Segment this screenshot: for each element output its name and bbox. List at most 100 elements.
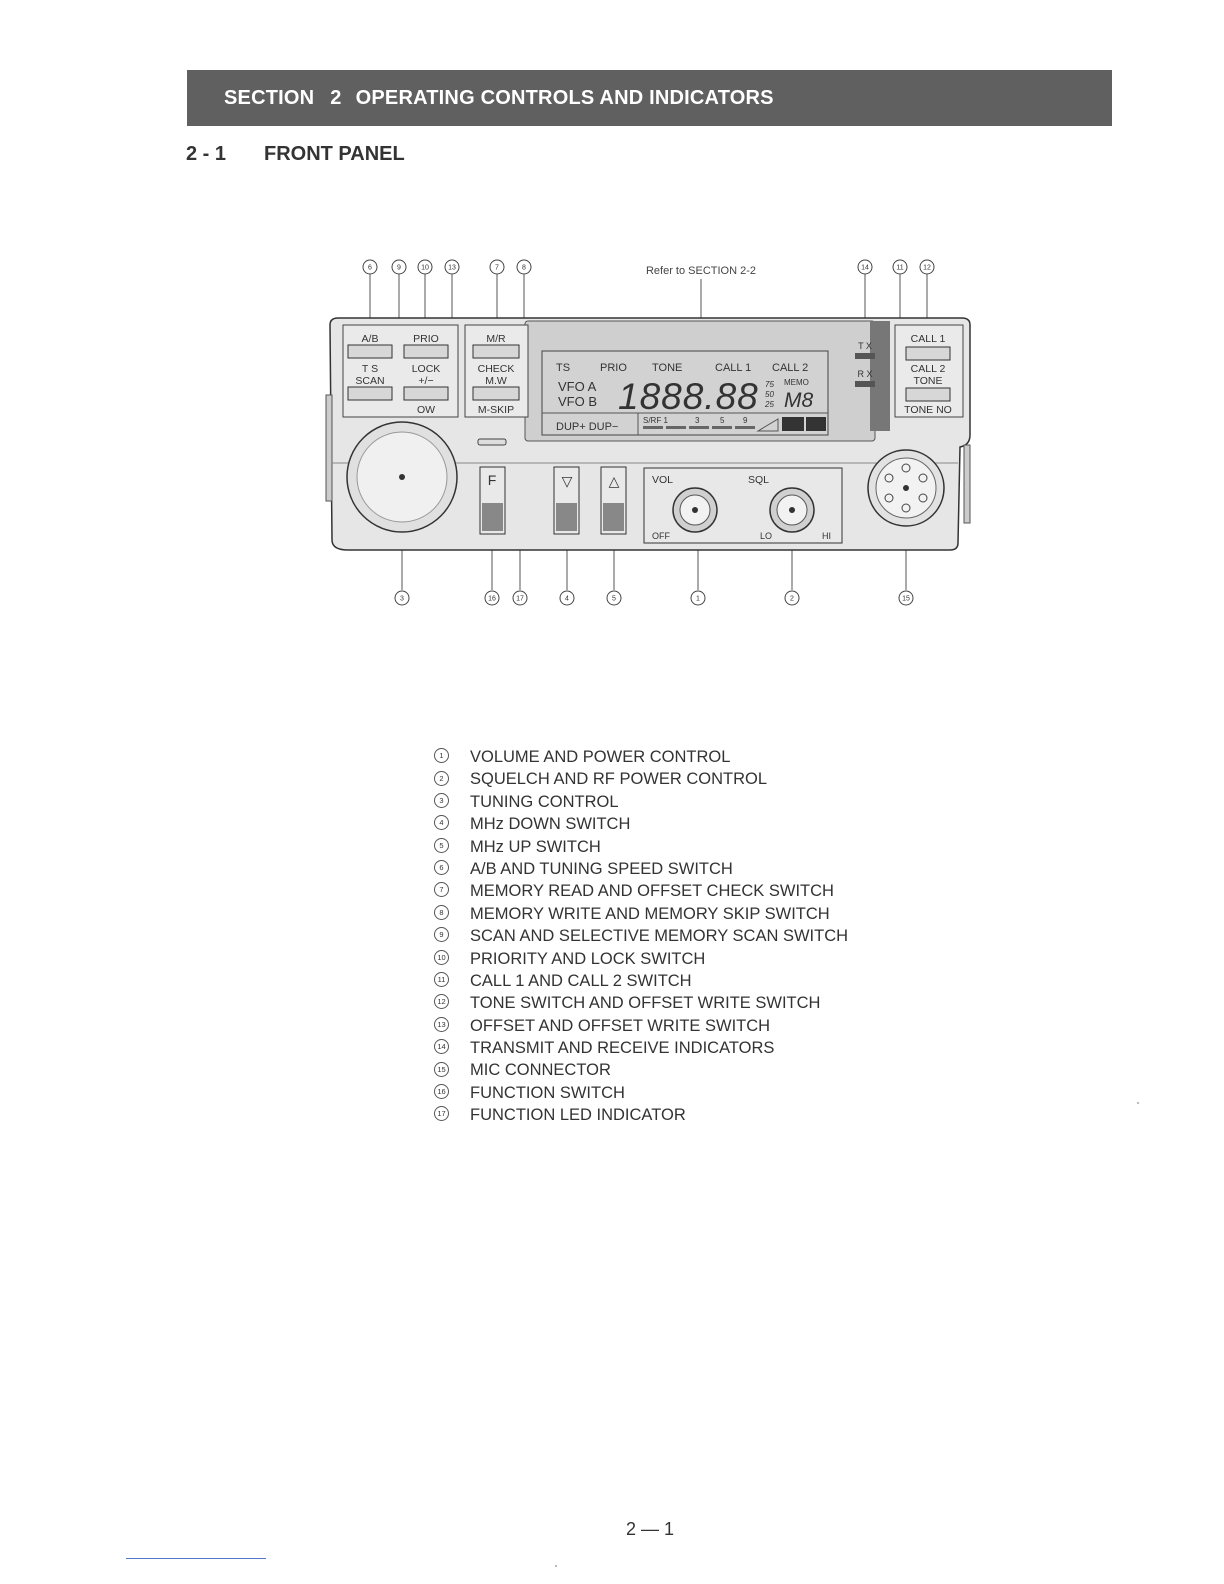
lcd-call1: CALL 1 <box>715 362 751 374</box>
mhz-up-label: △ <box>609 473 620 489</box>
function-key[interactable]: F <box>479 466 506 535</box>
lcd-dup: DUP+ DUP− <box>556 421 618 433</box>
lcd-vfoa: VFO A <box>558 379 597 394</box>
legend-marker: 2 <box>434 770 449 786</box>
callout-6: 6 <box>362 259 378 275</box>
legend-text: PRIORITY AND LOCK SWITCH <box>470 949 706 968</box>
legend-marker: 13 <box>434 1016 449 1032</box>
section-label: SECTION <box>224 87 315 109</box>
squelch-knob[interactable] <box>769 487 815 533</box>
callout-4-label: 4 <box>565 596 569 603</box>
rx-label: R X <box>857 369 872 379</box>
callout-11: 11 <box>892 259 908 275</box>
legend-marker: 3 <box>434 792 449 808</box>
section-number: 2 <box>330 87 342 109</box>
right-button-block: CALL 1 CALL 2 TONE TONE NO <box>894 324 964 418</box>
legend-marker: 6 <box>434 860 449 876</box>
legend-item: 5 MHz UP SWITCH <box>434 836 848 858</box>
callout-16: 16 <box>484 590 500 606</box>
call1-label: CALL 1 <box>911 333 946 345</box>
section-banner: SECTION 2 OPERATING CONTROLS AND INDICATOR… <box>187 70 1112 126</box>
legend-marker: 14 <box>434 1039 449 1055</box>
callout-7-label: 7 <box>495 265 499 272</box>
callout-15-label: 15 <box>902 596 910 603</box>
front-panel-diagram: 6 9 10 13 7 8 14 11 12 Refer to SECTION … <box>325 259 971 606</box>
lcd-step-75: 75 <box>765 380 774 389</box>
function-key-label: F <box>488 472 497 488</box>
callout-6-label: 6 <box>368 265 372 272</box>
lo-label: LO <box>760 531 772 541</box>
scan-label: SCAN <box>355 375 384 387</box>
bottom-rule <box>126 1558 266 1559</box>
left-side-rail <box>325 394 333 502</box>
rx-indicator <box>855 381 875 387</box>
memory-button-block: M/R CHECK M.W M-SKIP <box>464 324 529 418</box>
ab-button[interactable] <box>347 344 393 359</box>
mw-button[interactable] <box>472 386 520 401</box>
offset-button[interactable] <box>403 386 449 401</box>
tuning-knob[interactable] <box>346 421 458 533</box>
callout-8: 8 <box>516 259 532 275</box>
legend-text: FUNCTION LED INDICATOR <box>470 1106 686 1125</box>
callout-13: 13 <box>444 259 460 275</box>
callout-8-label: 8 <box>522 265 526 272</box>
volume-knob[interactable] <box>672 487 718 533</box>
mhz-down-key[interactable]: ▽ <box>553 466 580 535</box>
legend-marker: 1 <box>434 748 449 764</box>
callout-17-label: 17 <box>516 596 524 603</box>
mskip-label: M-SKIP <box>478 404 514 416</box>
hi-label: HI <box>822 531 831 541</box>
callout-3: 3 <box>394 590 410 606</box>
tx-indicator <box>855 353 875 359</box>
tone-button[interactable] <box>905 387 951 402</box>
lcd-meter-5: 5 <box>720 416 725 425</box>
mhz-up-key[interactable]: △ <box>600 466 627 535</box>
mw-label: M.W <box>485 375 507 387</box>
vertical-keys: F ▽ △ <box>479 466 627 535</box>
tone-label: TONE <box>914 375 943 387</box>
callout-10-label: 10 <box>421 265 429 272</box>
scan-button[interactable] <box>347 386 393 401</box>
callout-9: 9 <box>391 259 407 275</box>
check-label: CHECK <box>478 363 515 375</box>
prio-button[interactable] <box>403 344 449 359</box>
section-title: OPERATING CONTROLS AND INDICATORS <box>355 87 774 109</box>
mic-connector[interactable] <box>867 449 945 527</box>
callouts-bottom: 3 16 17 4 5 1 2 15 <box>394 590 914 606</box>
callout-15: 15 <box>898 590 914 606</box>
legend-text: MHz UP SWITCH <box>470 837 601 856</box>
mr-button[interactable] <box>472 344 520 359</box>
legend-marker: 16 <box>434 1084 449 1099</box>
legend-marker: 8 <box>434 904 449 920</box>
ts-label: T S <box>362 363 378 375</box>
callout-9-label: 9 <box>397 265 401 272</box>
legend-item: 12 TONE SWITCH AND OFFSET WRITE SWITCH <box>434 992 848 1014</box>
legend-marker: 5 <box>434 837 449 853</box>
legend-text: TONE SWITCH AND OFFSET WRITE SWITCH <box>470 994 821 1013</box>
legend-text: MHz DOWN SWITCH <box>470 815 631 834</box>
callout-12-label: 12 <box>923 265 931 272</box>
legend-text: MEMORY READ AND OFFSET CHECK SWITCH <box>470 882 834 901</box>
callout-1-label: 1 <box>696 596 700 603</box>
prio-label: PRIO <box>413 333 439 345</box>
legend-marker: 12 <box>434 994 449 1010</box>
call-button[interactable] <box>905 346 951 361</box>
vol-sql-panel: VOL OFF SQL LO HI <box>643 467 843 544</box>
legend-text: TRANSMIT AND RECEIVE INDICATORS <box>470 1039 775 1058</box>
legend-marker: 7 <box>434 882 449 898</box>
mhz-down-label: ▽ <box>562 473 573 489</box>
callout-7: 7 <box>489 259 505 275</box>
lcd-meter-9: 9 <box>743 416 748 425</box>
ow-label: OW <box>417 404 435 416</box>
subsection-heading: 2 - 1 FRONT PANEL <box>186 143 405 166</box>
legend-text: MIC CONNECTOR <box>470 1061 611 1080</box>
lcd-memo: MEMO <box>784 378 809 387</box>
callout-5-label: 5 <box>612 596 616 603</box>
callout-12: 12 <box>919 259 935 275</box>
sql-label: SQL <box>748 474 769 486</box>
